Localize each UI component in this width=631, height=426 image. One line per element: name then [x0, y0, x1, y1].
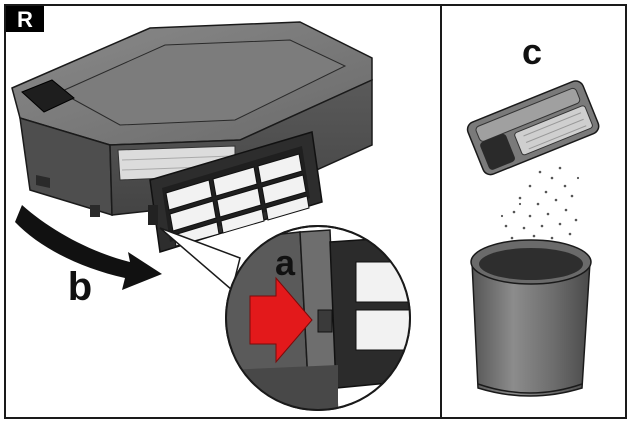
callout-wedge — [159, 227, 241, 292]
rotate-arrow-icon — [15, 205, 162, 290]
corner-tag: R — [6, 6, 44, 32]
dust-bin-icon — [11, 21, 373, 217]
push-arrow-icon — [249, 276, 313, 364]
tilted-dust-bin-icon — [466, 80, 600, 176]
dust-particles-icon — [500, 166, 580, 240]
step-a-label: a — [275, 242, 296, 283]
step-c-label: c — [522, 31, 542, 72]
corner-tag-label: R — [17, 7, 33, 32]
outer-border — [4, 4, 627, 419]
magnifier-callout-icon — [225, 225, 411, 411]
step-b-label: b — [68, 265, 92, 309]
hepa-filter-icon — [148, 131, 323, 253]
trash-can-icon — [470, 239, 592, 397]
